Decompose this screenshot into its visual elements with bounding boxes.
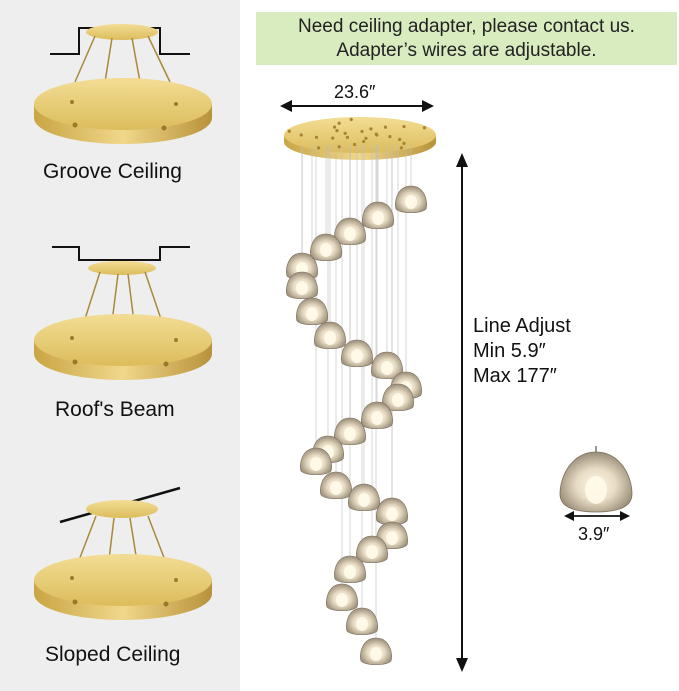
crystal-globe: [348, 483, 380, 512]
crystal-globe: [334, 555, 366, 584]
line-adjust-title: Line Adjust: [473, 315, 571, 337]
canopy-pin: [402, 141, 406, 145]
crystal-globe: [361, 401, 393, 430]
canopy-pin: [335, 129, 339, 133]
canopy-pin: [383, 125, 388, 129]
crystal-globe: [341, 339, 373, 368]
canopy-pin: [331, 136, 335, 140]
canopy-pin: [388, 134, 392, 139]
canopy-pin: [332, 125, 337, 129]
canopy-pin: [337, 121, 341, 125]
canopy-pin: [349, 117, 353, 122]
crystal-globe: [360, 637, 392, 666]
canopy-width-arrow: [280, 100, 434, 112]
crystal-globe: [362, 201, 394, 230]
canopy-pin: [364, 136, 368, 140]
crystal-globe: [296, 297, 328, 326]
line-adjust-arrow: [456, 153, 468, 672]
canopy-pin: [317, 146, 321, 150]
install-label-groove-ceiling: Groove Ceiling: [43, 160, 182, 183]
crystal-globe: [334, 417, 366, 446]
crystal-globe: [395, 185, 427, 214]
adapter-notice-banner: Need ceiling adapter, please contact us.…: [256, 12, 677, 65]
canopy-pin: [402, 125, 406, 129]
canopy-pin: [314, 135, 319, 139]
crystal-globe: [300, 447, 332, 476]
canopy-pin: [360, 129, 364, 134]
chandelier-canopy: [284, 117, 436, 160]
canopy-pin: [398, 137, 402, 142]
crystal-globe: [376, 497, 408, 526]
crystal-globe: [314, 321, 346, 350]
sloped-ceiling-mount-icon: [34, 486, 212, 620]
install-label-sloped-ceiling: Sloped Ceiling: [45, 643, 181, 666]
canopy-pin: [422, 126, 427, 130]
canopy-pin: [345, 135, 350, 139]
single-globe-detail: [559, 446, 633, 513]
crystal-globe: [356, 535, 388, 564]
crystal-globe: [326, 583, 358, 612]
crystal-globe: [286, 271, 318, 300]
canopy-pin: [352, 142, 357, 147]
canopy-pin: [369, 127, 373, 131]
notice-line-2: Adapter’s wires are adjustable.: [336, 39, 597, 61]
canopy-pin: [287, 129, 291, 133]
globe-width-arrow: [564, 511, 630, 521]
groove-ceiling-mount-icon: [34, 24, 212, 144]
canopy-width-label: 23.6″: [334, 82, 376, 102]
crystal-globe: [320, 471, 352, 500]
crystal-globe: [371, 351, 403, 380]
crystal-globe: [334, 217, 366, 246]
line-adjust-min: Min 5.9″: [473, 340, 546, 362]
crystal-globe: [346, 607, 378, 636]
roof-beam-mount-icon: [34, 246, 212, 380]
install-label-roof-beam: Roof's Beam: [55, 398, 175, 421]
line-adjust-max: Max 177″: [473, 365, 557, 387]
line-adjust-text: Line Adjust Min 5.9″ Max 177″: [473, 314, 571, 389]
canopy-pin: [343, 131, 347, 135]
canopy-pin: [399, 146, 403, 150]
canopy-pin: [337, 145, 341, 149]
canopy-pin: [299, 133, 303, 137]
globe-width-label: 3.9″: [578, 524, 610, 544]
notice-line-1: Need ceiling adapter, please contact us.: [298, 15, 635, 37]
crystal-globe: [382, 383, 414, 412]
crystal-globes: [286, 185, 427, 666]
crystal-globe: [310, 233, 342, 262]
canopy-pin: [374, 132, 378, 136]
canopy-pin: [362, 139, 366, 144]
